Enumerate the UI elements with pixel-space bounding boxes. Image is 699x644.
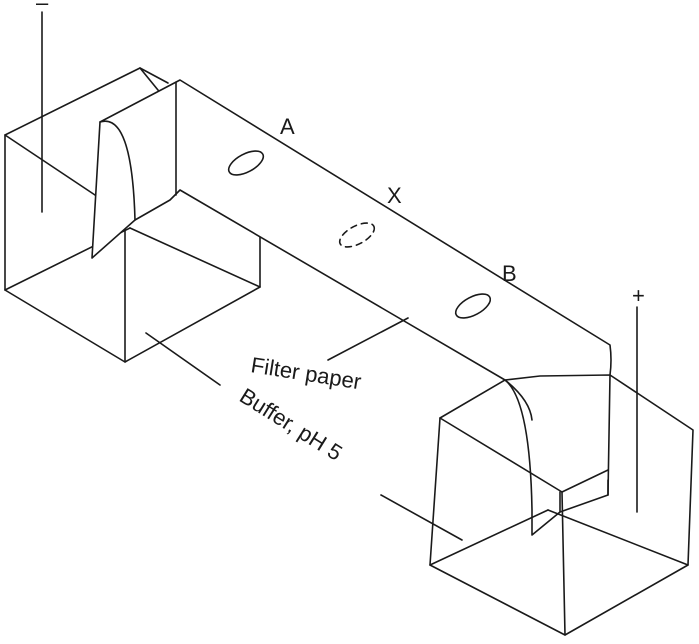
- buffer-leader-left: [145, 332, 221, 386]
- minus-label: –: [36, 0, 49, 15]
- plus-label: +: [632, 283, 645, 308]
- filter-paper-strip: [91, 79, 612, 536]
- label-b: B: [502, 261, 517, 286]
- spot-x-origin: [338, 222, 376, 248]
- right-buffer-tank: [429, 374, 694, 636]
- label-x: X: [387, 183, 402, 208]
- buffer-label: Buffer, pH 5: [235, 383, 346, 466]
- buffer-leader-right: [380, 494, 463, 541]
- left-buffer-tank: [4, 67, 261, 363]
- spot-a: [227, 150, 265, 176]
- spot-b: [454, 293, 492, 319]
- filter-paper-label: Filter paper: [249, 352, 363, 394]
- filter-paper-leader: [327, 317, 409, 361]
- label-a: A: [280, 114, 295, 139]
- sample-spots: [227, 150, 492, 319]
